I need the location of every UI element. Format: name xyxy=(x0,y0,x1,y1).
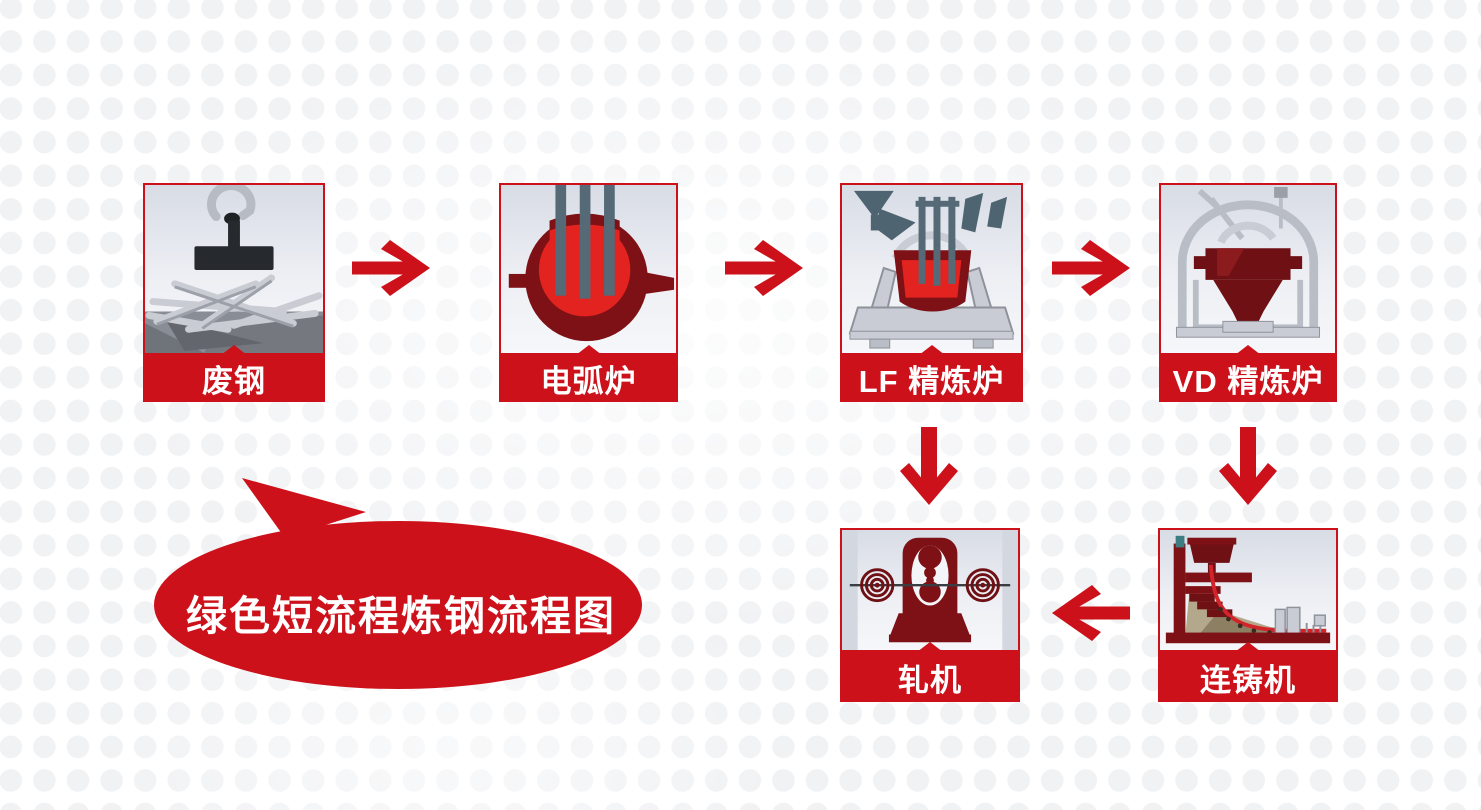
node-vd-furnace: VD 精炼炉 xyxy=(1159,183,1337,402)
label-text: 轧机 xyxy=(898,662,962,698)
node-lf-furnace: LF 精炼炉 xyxy=(840,183,1023,402)
lf-image xyxy=(840,183,1023,355)
flow-arrow-caster-to-mill xyxy=(1052,585,1130,641)
label-text: LF 精炼炉 xyxy=(858,364,1005,399)
scrap-steel-image xyxy=(143,183,325,355)
flow-arrow-lf-to-vd xyxy=(1052,240,1130,296)
vd-refining-furnace-icon xyxy=(1175,186,1321,338)
node-rolling-mill: 轧机 xyxy=(840,528,1020,702)
node-caster: 连铸机 xyxy=(1158,528,1338,702)
label-eaf: 电弧炉 xyxy=(499,355,678,402)
node-scrap-steel: 废钢 xyxy=(143,183,325,402)
speech-bubble-shape xyxy=(154,478,642,689)
rolling-mill-icon xyxy=(842,530,1018,650)
flow-arrow-lf-to-mill xyxy=(900,427,958,505)
label-caster: 连铸机 xyxy=(1158,652,1338,702)
flow-arrow-eaf-to-lf xyxy=(725,240,803,296)
eaf-image xyxy=(499,183,678,355)
scrap-steel-icon xyxy=(145,185,323,353)
caster-image xyxy=(1158,528,1338,652)
electric-arc-furnace-icon xyxy=(508,185,675,342)
label-text: 电弧炉 xyxy=(540,364,637,399)
flow-arrow-vd-to-caster xyxy=(1219,427,1277,505)
continuous-caster-icon xyxy=(1165,535,1331,644)
rolling-mill-image xyxy=(840,528,1020,652)
diagram-title: 绿色短流程炼钢流程图 xyxy=(186,593,616,639)
label-text: VD 精炼炉 xyxy=(1172,364,1324,399)
node-electric-arc-furnace: 电弧炉 xyxy=(499,183,678,402)
label-text: 废钢 xyxy=(202,364,266,399)
label-vd: VD 精炼炉 xyxy=(1159,355,1337,402)
label-text: 连铸机 xyxy=(1200,662,1296,698)
label-scrap-steel: 废钢 xyxy=(143,355,325,402)
vd-image xyxy=(1159,183,1337,355)
label-rolling-mill: 轧机 xyxy=(840,652,1020,702)
title-bubble: 绿色短流程炼钢流程图 xyxy=(140,468,662,700)
lf-refining-furnace-icon xyxy=(848,190,1015,349)
flow-arrow-scrap-to-eaf xyxy=(352,240,430,296)
label-lf: LF 精炼炉 xyxy=(840,355,1023,402)
